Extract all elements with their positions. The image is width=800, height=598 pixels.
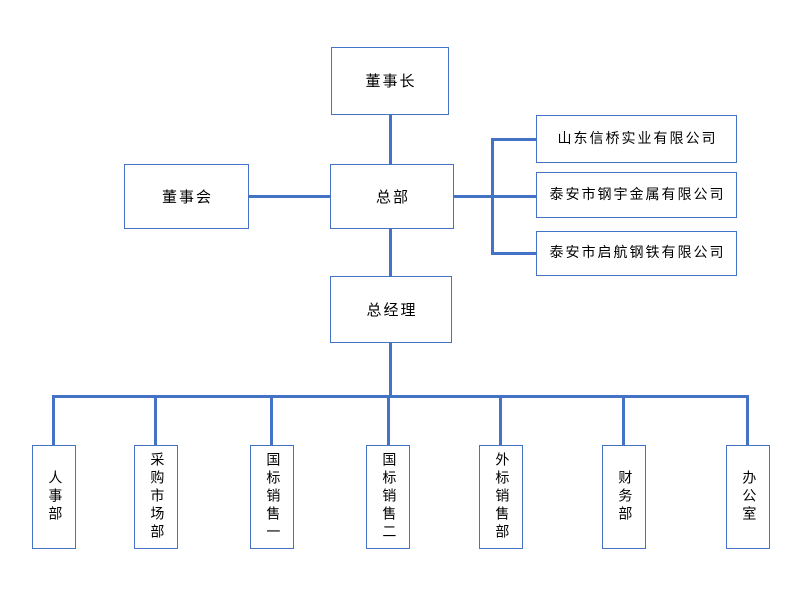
node-purchasing-market-dept: 采购市场部 — [134, 445, 178, 549]
node-finance-dept: 财务部 — [602, 445, 646, 549]
node-subsidiary-1: 山东信桥实业有限公司 — [536, 115, 737, 163]
connector-drop-national-sales-2 — [387, 395, 390, 446]
node-chairman: 董事长 — [331, 47, 449, 115]
node-subsidiary-2: 泰安市钢宇金属有限公司 — [536, 172, 737, 218]
node-general-manager: 总经理 — [330, 276, 452, 343]
connector-drop-foreign-sales-dept — [499, 395, 502, 446]
connector-chairman-headquarters — [389, 114, 392, 165]
connector-subsidiary-1-branch — [491, 138, 537, 141]
node-office: 办公室 — [726, 445, 770, 549]
node-national-sales-2: 国标销售二 — [366, 445, 410, 549]
connector-drop-finance-dept — [622, 395, 625, 446]
node-national-sales-1: 国标销售一 — [250, 445, 294, 549]
connector-headquarters-general-manager — [389, 228, 392, 277]
connector-subsidiary-3-branch — [491, 252, 537, 255]
connector-general-manager-bus — [389, 342, 392, 397]
connector-headquarters-subsidiaries — [453, 195, 537, 198]
connector-drop-office — [746, 395, 749, 446]
node-board: 董事会 — [124, 164, 249, 229]
node-hr-dept: 人事部 — [32, 445, 76, 549]
node-foreign-sales-dept: 外标销售部 — [479, 445, 523, 549]
connector-drop-purchasing-market-dept — [154, 395, 157, 446]
connector-subsidiaries-bracket — [491, 138, 494, 255]
node-headquarters: 总部 — [330, 164, 454, 229]
connector-drop-national-sales-1 — [270, 395, 273, 446]
connector-departments-bus — [52, 395, 749, 398]
connector-drop-hr-dept — [52, 395, 55, 446]
node-subsidiary-3: 泰安市启航钢铁有限公司 — [536, 231, 737, 276]
connector-board-headquarters — [248, 195, 331, 198]
